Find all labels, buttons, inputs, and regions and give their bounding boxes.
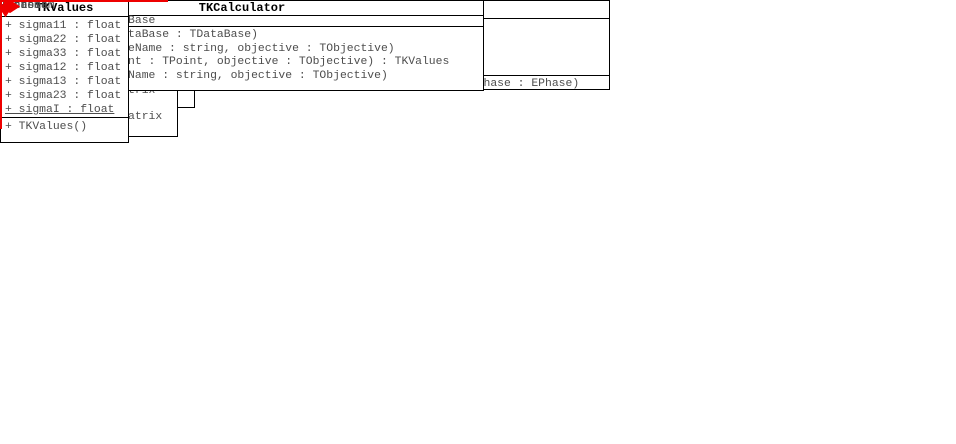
composition-diamond-icon <box>0 0 20 13</box>
uml-attribute: + sigma23 : float <box>5 90 122 102</box>
class-name: TKCalculator <box>198 1 286 15</box>
association-line-calculator-kvalues[interactable] <box>0 0 168 2</box>
association-line-calculator-point[interactable] <box>0 0 2 71</box>
attributes-compartment: + sigma11 : float + sigma22 : float + si… <box>1 17 128 117</box>
class-title: TKValues <box>1 1 128 17</box>
class-title: TKCalculator <box>1 1 483 16</box>
uml-operation: + TKValues() <box>5 121 88 133</box>
uml-attribute: + sigma22 : float <box>5 34 122 46</box>
uml-attribute: + sigmaI : float <box>5 104 115 116</box>
class-box-tkvalues[interactable]: TKValues + sigma11 : float + sigma22 : f… <box>0 0 129 143</box>
uml-attribute: + sigma11 : float <box>5 20 122 32</box>
uml-attribute: + sigma12 : float <box>5 62 122 74</box>
uml-attribute: + sigma13 : float <box>5 76 122 88</box>
class-name: TKValues <box>35 1 94 15</box>
operations-compartment: + TKValues() <box>1 117 128 134</box>
uml-attribute: + sigma33 : float <box>5 48 122 60</box>
